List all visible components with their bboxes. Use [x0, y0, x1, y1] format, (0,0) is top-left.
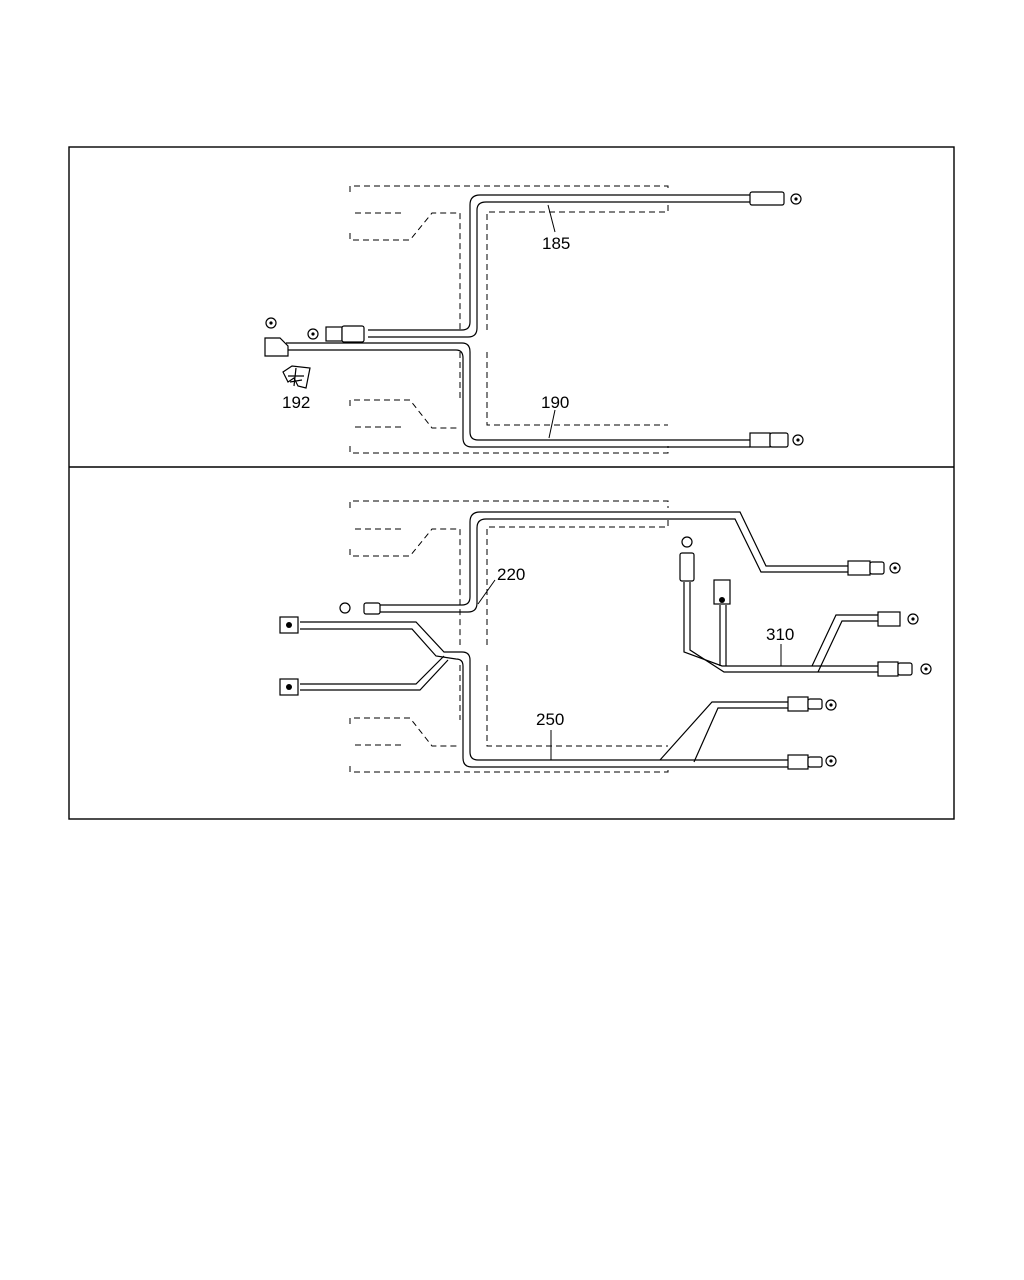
lower-panel: 220 250 310: [279, 500, 932, 773]
connector: [749, 432, 771, 448]
callout-190: 190: [541, 393, 569, 412]
clip-192: [282, 365, 311, 389]
connector: [325, 326, 343, 342]
harness-220: [339, 511, 901, 615]
trunk-connector-upper: [307, 325, 365, 343]
upper-panel: 185 190 192: [264, 185, 804, 454]
connector: [877, 661, 899, 677]
connector: [807, 756, 823, 768]
diagram-frame: [68, 146, 955, 820]
harness-190: [286, 342, 804, 448]
connector: [679, 552, 695, 582]
harness-310: [679, 536, 932, 677]
connector: [769, 432, 789, 448]
connector: [897, 662, 913, 676]
angled-plug: [264, 317, 289, 357]
callout-220: 220: [497, 565, 525, 584]
connector: [869, 561, 885, 575]
connector: [749, 191, 785, 206]
connector: [847, 560, 871, 576]
connector: [807, 698, 823, 710]
callout-310: 310: [766, 625, 794, 644]
connector: [713, 579, 731, 605]
callout-250: 250: [536, 710, 564, 729]
grommet: [339, 602, 351, 614]
ghost-body-outline-upper: [349, 185, 669, 454]
harness-250: [279, 616, 837, 770]
connector: [787, 754, 809, 770]
grommet: [681, 536, 693, 548]
callout-192: 192: [282, 393, 310, 412]
connector: [341, 325, 365, 343]
callout-185: 185: [542, 234, 570, 253]
connector: [363, 602, 381, 615]
connector: [787, 696, 809, 712]
ghost-body-outline-lower: [349, 500, 669, 773]
connector: [877, 611, 901, 627]
harness-185: [368, 191, 802, 338]
